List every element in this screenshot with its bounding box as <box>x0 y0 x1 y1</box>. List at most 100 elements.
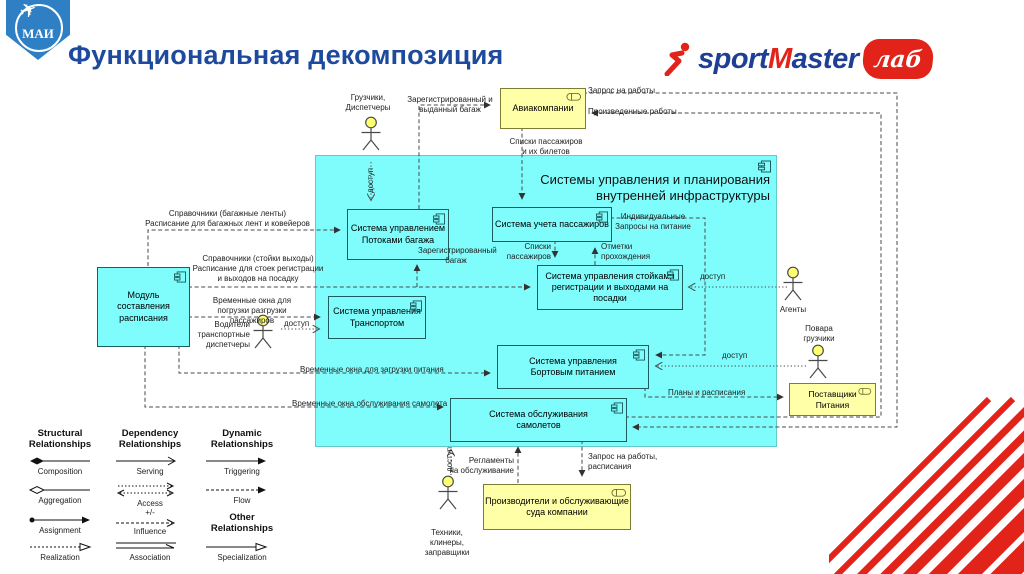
actor-label-line: заправщики <box>424 548 470 557</box>
label-access: доступ <box>722 351 748 360</box>
legend-item: Influence <box>133 527 167 536</box>
sm-m: M <box>768 42 792 75</box>
influence-arrow-icon <box>114 517 178 529</box>
label-reglament: Регламенты на обслуживание <box>432 456 514 476</box>
label-registered-baggage: Зарегистрированный багаж <box>418 246 497 266</box>
label-individual-requests: Индивидуальные Запросы на питание <box>607 212 699 232</box>
label-marks: Отметки прохождения <box>601 242 663 262</box>
actor-technicians-icon <box>435 475 461 511</box>
box-label: Система управлением <box>350 223 446 234</box>
box-label: Потоками багажа <box>361 234 435 245</box>
box-label: Транспортом <box>349 317 405 328</box>
label-plans: Планы и расписания <box>668 388 746 397</box>
box-label: расписания <box>119 312 168 323</box>
association-arrow-icon <box>114 539 178 553</box>
label-time-windows-passengers: Временные окна для погрузки разгрузки па… <box>198 296 306 325</box>
label-line: пассажиров <box>506 251 551 261</box>
label-access: доступ <box>445 446 455 473</box>
system-passenger-accounting: Система учета пассажиров <box>492 207 612 242</box>
label-line: Запросы на питание <box>615 221 691 231</box>
box-label: Система управления <box>333 306 421 317</box>
legend-structural-header: Structural Relationships <box>14 428 106 451</box>
container-title-l2: внутренней инфраструктуры <box>596 188 770 204</box>
legend-item: Flow <box>233 496 251 505</box>
legend-header-line: Relationships <box>210 523 274 535</box>
legend-header-line: Structural <box>37 428 83 439</box>
label-line: Запрос на работы, <box>588 452 658 461</box>
component-icon <box>596 211 608 223</box>
actor-label-line: Техники, <box>431 528 463 537</box>
actor-agents-icon <box>780 266 806 302</box>
label-line: багаж <box>445 255 467 265</box>
label-line: Индивидуальные <box>620 212 686 221</box>
actor-loaders-icon <box>358 116 384 152</box>
actor-cooks-label: Повара грузчики <box>788 324 850 344</box>
label-line: и выходов на посадку <box>217 273 299 283</box>
mai-text: МАИ <box>22 26 54 41</box>
box-label: суда компании <box>526 507 588 517</box>
flow-arrow-icon <box>204 484 268 496</box>
actor-cooks-icon <box>805 344 831 380</box>
legend-header-line: Relationships <box>210 439 274 451</box>
legend-item: Composition <box>37 467 83 476</box>
realization-arrow-icon <box>28 541 92 553</box>
box-label: Бортовым питанием <box>530 367 616 377</box>
box-label: Система управления <box>529 355 617 366</box>
actor-loaders-label: Грузчики, Диспетчеры <box>325 93 411 113</box>
mai-ring <box>15 4 63 52</box>
box-label: Система обслуживания <box>489 408 588 419</box>
influence-sign: +/- <box>145 508 155 517</box>
system-transport: Система управления Транспортом <box>328 296 426 339</box>
legend-header-line: Dependency <box>121 428 179 439</box>
box-label: Модуль <box>127 290 160 301</box>
component-icon <box>410 300 422 312</box>
sportmaster-logo: sportMaster лаб <box>664 38 935 80</box>
label-produced-works: Произведенные работы <box>588 107 677 116</box>
actor-technicians-label: Техники, клинеры, заправщики <box>407 528 487 558</box>
sm-sport: sport <box>698 42 769 75</box>
label-line: расписания <box>588 461 632 471</box>
box-label: Питания <box>815 399 850 410</box>
red-stripes-decoration <box>829 389 1024 574</box>
legend-item: Aggregation <box>38 496 82 505</box>
box-label: Система управления стойками <box>545 270 675 281</box>
label-line: прохождения <box>601 251 651 261</box>
legend-item: Assignment <box>39 526 81 535</box>
legend-item: Specialization <box>217 553 267 562</box>
system-catering: Система управления Бортовым питанием <box>497 345 649 389</box>
legend-item: Triggering <box>224 467 260 476</box>
label-line: Расписание для стоек регистрации <box>192 263 324 273</box>
box-label: Поставщики <box>808 388 857 399</box>
label-line: Зарегистрированный <box>418 246 497 255</box>
component-icon <box>758 160 771 173</box>
legend-dynamic-header: Dynamic Relationships <box>196 428 288 451</box>
business-icon <box>858 387 872 396</box>
legend-header-line: Relationships <box>28 439 92 451</box>
actor-label-line: Агенты <box>779 305 807 314</box>
page-title: Функциональная декомпозиция <box>68 40 504 70</box>
container-title-l1: Системы управления и планирования <box>540 172 770 187</box>
serving-arrow-icon <box>114 455 178 467</box>
legend-item: Association <box>129 553 171 562</box>
legend-item: Serving <box>136 467 164 476</box>
sportmaster-runner-icon <box>664 42 690 76</box>
box-label: Система учета пассажиров <box>495 218 609 229</box>
label-work-request: Запрос на работы <box>588 86 655 95</box>
label-registered-baggage-out: Зарегистрированный и выданный багаж <box>405 95 495 115</box>
actor-label-line: грузчики <box>803 334 835 343</box>
label-work-request2: Запрос на работы, расписания <box>588 452 657 472</box>
label-line: Расписание для багажных лент и ковейеров <box>145 218 310 228</box>
box-label: Авиакомпании <box>512 102 574 113</box>
actor-drivers-icon <box>250 314 276 350</box>
label-line: погрузки разгрузки пассажиров <box>217 305 287 325</box>
label-line: выданный багаж <box>419 104 481 114</box>
box-label: составления <box>117 301 170 312</box>
module-schedule: Модуль составления расписания <box>97 267 190 347</box>
label-line: Справочники (стойки выходы) <box>202 254 314 263</box>
box-label: регистрации и выходами на посадки <box>551 281 669 304</box>
label-time-windows-food: Временные окна для загрузки питания <box>300 365 444 374</box>
component-icon <box>174 271 186 283</box>
external-food-suppliers: Поставщики Питания <box>789 383 876 416</box>
external-airlines: Авиакомпании <box>500 88 586 129</box>
